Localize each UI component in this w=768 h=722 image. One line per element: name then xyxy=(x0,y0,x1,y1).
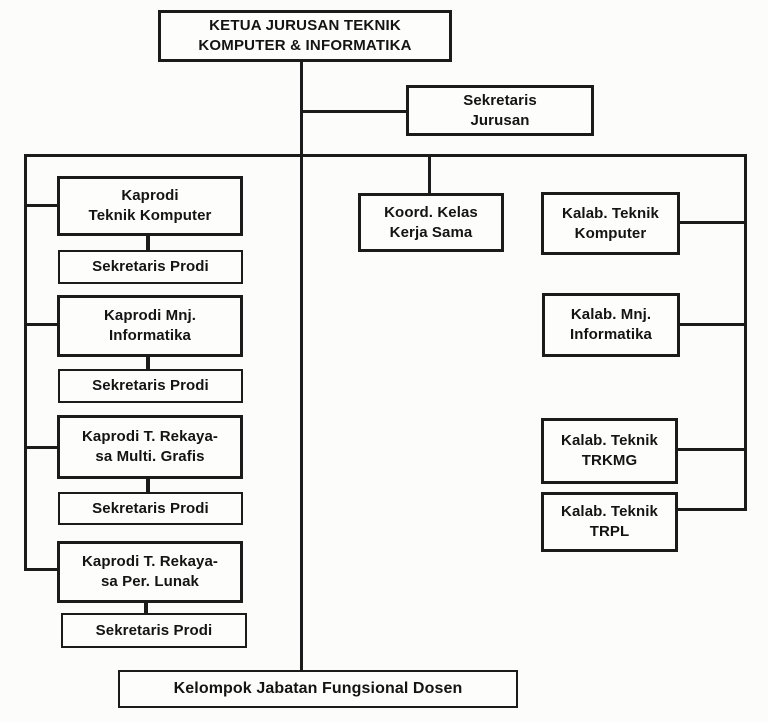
box-koord-kelas-kerja-sama: Koord. Kelas Kerja Sama xyxy=(358,193,504,252)
box-label-line: Sekretaris Prodi xyxy=(92,499,209,517)
box-label-line: Kerja Sama xyxy=(389,223,473,241)
box-kelompok-jabatan-fungsional-dosen: Kelompok Jabatan Fungsional Dosen xyxy=(118,670,518,708)
box-label-line: Informatika xyxy=(109,327,191,344)
box-sekretaris-prodi-4: Sekretaris Prodi xyxy=(61,613,247,648)
connector-koord-stub xyxy=(428,156,431,194)
connector-left-spine xyxy=(24,154,27,571)
connector-stub-kalab-4 xyxy=(677,508,745,511)
box-label-line: Komputer xyxy=(574,224,647,242)
box-label-line: Sekretaris xyxy=(463,91,537,109)
box-ketua-jurusan: KETUA JURUSAN TEKNIK KOMPUTER & INFORMAT… xyxy=(158,10,452,62)
box-label-line: Kaprodi xyxy=(121,187,179,205)
connector-stub-kaprodi-1 xyxy=(26,204,57,207)
box-label-line: KETUA JURUSAN TEKNIK xyxy=(209,17,401,35)
connector-kaprodi1-sekprodi1 xyxy=(146,234,150,251)
box-sekretaris-jurusan: Sekretaris Jurusan xyxy=(406,85,594,136)
connector-main-horizontal xyxy=(24,154,747,157)
connector-stub-kaprodi-3 xyxy=(26,446,57,449)
box-label-line: Jurusan xyxy=(470,111,530,129)
box-label-line: Sekretaris Prodi xyxy=(95,621,213,639)
box-label-line: KOMPUTER & INFORMATIKA xyxy=(198,37,412,54)
box-kalab-mnj-informatika: Kalab. Mnj. Informatika xyxy=(542,293,680,357)
connector-stub-kalab-3 xyxy=(677,448,745,451)
box-label-line: Sekretaris Prodi xyxy=(92,258,209,276)
box-label-line: Kaprodi T. Rekaya- xyxy=(81,428,218,446)
box-label-line: Kaprodi Mnj. xyxy=(103,307,197,325)
connector-sekretaris-jurusan xyxy=(301,110,407,113)
box-label-line: Kelompok Jabatan Fungsional Dosen xyxy=(173,680,463,698)
connector-kaprodi2-sekprodi2 xyxy=(146,356,150,370)
box-label-line: TRKMG xyxy=(581,452,638,469)
box-label-line: Kalab. Teknik xyxy=(561,503,658,521)
box-kalab-teknik-trkmg: Kalab. Teknik TRKMG xyxy=(541,418,678,484)
connector-center-vertical xyxy=(300,62,303,671)
connector-kaprodi3-sekprodi3 xyxy=(146,478,150,493)
box-label-line: Kalab. Teknik xyxy=(562,204,659,222)
connector-right-spine xyxy=(744,154,747,511)
box-label-line: sa Multi. Grafis xyxy=(95,448,205,465)
box-kalab-teknik-komputer: Kalab. Teknik Komputer xyxy=(541,192,680,255)
box-sekretaris-prodi-1: Sekretaris Prodi xyxy=(58,250,243,284)
box-label-line: Informatika xyxy=(570,326,652,343)
box-kaprodi-t-rekayasa-multi-grafis: Kaprodi T. Rekaya- sa Multi. Grafis xyxy=(57,415,243,479)
box-kaprodi-mnj-informatika: Kaprodi Mnj. Informatika xyxy=(57,295,243,357)
box-label-line: Teknik Komputer xyxy=(88,207,212,224)
box-kaprodi-teknik-komputer: Kaprodi Teknik Komputer xyxy=(57,176,243,236)
connector-stub-kalab-2 xyxy=(679,323,745,326)
box-label-line: Koord. Kelas xyxy=(384,203,478,221)
connector-stub-kaprodi-4 xyxy=(26,568,57,571)
box-sekretaris-prodi-3: Sekretaris Prodi xyxy=(58,492,243,525)
box-label-line: Kalab. Mnj. xyxy=(570,306,652,324)
connector-kaprodi4-sekprodi4 xyxy=(144,602,148,615)
box-label-line: Kalab. Teknik xyxy=(561,432,658,450)
box-label-line: sa Per. Lunak xyxy=(100,573,200,590)
box-sekretaris-prodi-2: Sekretaris Prodi xyxy=(58,369,243,403)
connector-stub-kalab-1 xyxy=(679,221,745,224)
box-label-line: Kaprodi T. Rekaya- xyxy=(81,553,218,571)
box-kalab-teknik-trpl: Kalab. Teknik TRPL xyxy=(541,492,678,552)
box-label-line: TRPL xyxy=(589,523,630,540)
box-label-line: Sekretaris Prodi xyxy=(92,377,209,395)
connector-stub-kaprodi-2 xyxy=(26,323,57,326)
box-kaprodi-t-rekayasa-per-lunak: Kaprodi T. Rekaya- sa Per. Lunak xyxy=(57,541,243,603)
